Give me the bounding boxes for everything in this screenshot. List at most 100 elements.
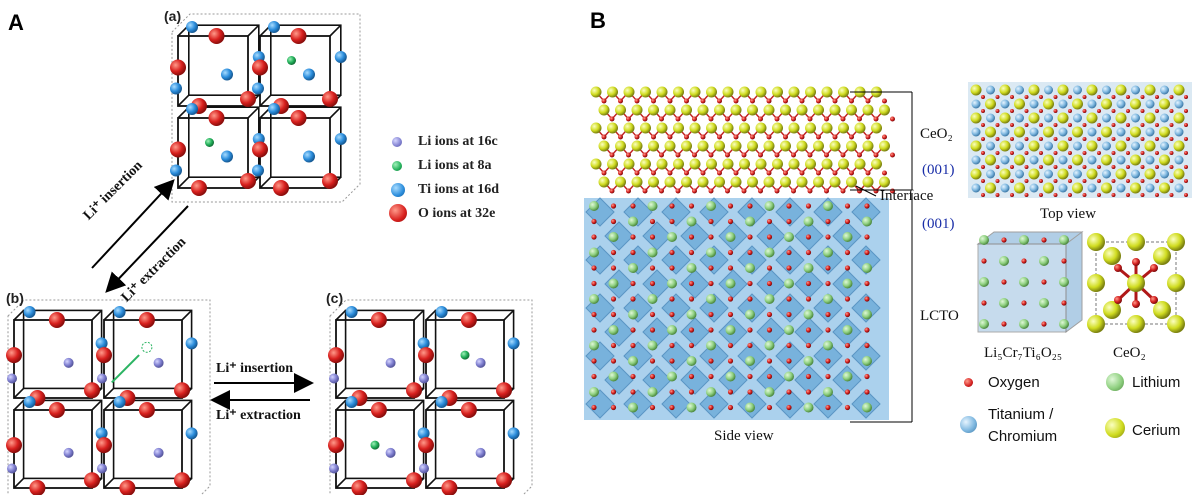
oxygen-atom <box>1169 165 1174 169</box>
titanium-atom <box>113 306 126 318</box>
cerium-atom <box>854 158 866 170</box>
oxygen-atom <box>700 98 706 104</box>
oxygen-atom <box>1126 123 1130 127</box>
oxygen-atom <box>96 437 112 454</box>
oxygen-atom <box>1155 95 1159 99</box>
oxygen-atom <box>1140 151 1145 155</box>
oxygen-atom <box>981 95 985 99</box>
oxygen-atom <box>864 234 870 240</box>
oxygen-atom <box>708 218 714 225</box>
lithium-atom <box>667 325 677 335</box>
oxygen-atom <box>865 98 871 104</box>
cerium-atom <box>879 140 890 152</box>
oxygen-atom <box>591 234 597 240</box>
oxygen-atom <box>669 358 675 364</box>
titanium-atom <box>345 396 358 408</box>
titanium-atom <box>186 21 198 33</box>
oxygen-atom <box>766 404 773 411</box>
oxygen-atom <box>766 134 772 140</box>
cerium-atom <box>1043 154 1054 166</box>
oxygen-atom <box>840 188 846 194</box>
oxygen-atom <box>1061 258 1067 264</box>
legend-cerium-label: Cerium <box>1132 422 1181 439</box>
oxygen-atom <box>805 234 812 240</box>
ti-16d-swatch-icon <box>391 183 405 197</box>
titanium-atom <box>986 113 995 123</box>
oxygen-atom <box>717 134 722 140</box>
oxygen-atom <box>857 152 862 158</box>
cerium-atom <box>623 122 635 134</box>
lithium-atom <box>1039 256 1049 266</box>
oxygen-atom <box>747 234 753 240</box>
oxygen-atom <box>750 170 755 176</box>
titanium-chromium-swatch-icon <box>960 416 977 433</box>
oxygen-atom <box>844 358 851 364</box>
cerium-atom <box>623 86 635 98</box>
tio6-octahedron <box>775 293 805 323</box>
cerium-atom <box>1101 126 1112 138</box>
oxygen-atom <box>1068 179 1072 183</box>
titanium-atom <box>1116 155 1126 165</box>
cerium-atom <box>1101 182 1112 194</box>
titanium-atom <box>1058 127 1068 137</box>
oxygen-atom <box>700 134 706 140</box>
oxygen-atom <box>864 296 870 302</box>
titanium-atom <box>334 133 347 145</box>
lithium-atom <box>628 263 638 273</box>
cerium-atom <box>1153 247 1171 265</box>
oxygen-atom <box>1068 95 1072 99</box>
oxygen-atom <box>1097 151 1101 155</box>
cerium-atom <box>640 122 651 134</box>
oxygen-atom <box>1053 95 1058 99</box>
oxygen-atom <box>1039 95 1043 99</box>
cerium-atom <box>1130 154 1141 166</box>
oxygen-atom <box>981 165 985 169</box>
oxygen-atom <box>1010 193 1014 197</box>
cerium-atom <box>879 176 890 188</box>
oxygen-atom <box>727 358 734 364</box>
cerium-atom <box>1103 301 1121 319</box>
oxygen-atom <box>370 312 387 328</box>
oxygen-atom <box>747 296 753 302</box>
oxygen-atom <box>460 312 477 328</box>
oxygen-atom <box>844 311 851 318</box>
oxygen-atom <box>799 134 805 140</box>
cerium-atom <box>1101 154 1112 166</box>
oxygen-atom <box>630 234 636 240</box>
cube-edge <box>335 387 347 399</box>
oxygen-atom <box>824 188 829 194</box>
tio6-octahedron <box>604 269 634 299</box>
oxygen-atom <box>601 98 607 104</box>
cerium-atom <box>1159 126 1170 138</box>
titanium-atom <box>1073 85 1082 95</box>
oxygen-atom <box>766 265 773 271</box>
oxygen-atom <box>807 116 813 122</box>
lithium-atom <box>979 235 989 245</box>
oxygen-atom <box>675 152 681 158</box>
cerium-atom <box>1087 274 1105 292</box>
oxygen-atom <box>1082 123 1087 127</box>
oxygen-atom <box>864 203 870 209</box>
oxygen-atom <box>1169 137 1174 141</box>
tio6-octahedron <box>737 293 767 323</box>
oxygen-atom <box>618 98 623 104</box>
oxygen-atom <box>1053 151 1058 155</box>
oxygen-atom <box>995 151 1000 155</box>
legend-b: Oxygen Lithium Titanium / Chromium Ceriu… <box>960 370 1190 450</box>
lithium-16c-atom <box>329 463 339 474</box>
titanium-atom <box>1102 141 1111 151</box>
oxygen-atom <box>1114 296 1122 304</box>
cerium-atom <box>747 104 758 116</box>
cerium-atom <box>821 158 833 170</box>
oxygen-atom <box>981 109 985 113</box>
oxygen-atom <box>328 437 344 454</box>
titanium-atom <box>1131 169 1140 179</box>
oxygen-atom <box>1068 193 1072 197</box>
lithium-atom <box>1059 235 1069 245</box>
titanium-atom <box>1073 169 1082 179</box>
lithium-atom <box>686 402 697 413</box>
cerium-atom <box>970 168 982 180</box>
oxygen-atom <box>1024 151 1029 155</box>
cerium-atom <box>739 122 750 134</box>
oxygen-atom <box>684 98 689 104</box>
